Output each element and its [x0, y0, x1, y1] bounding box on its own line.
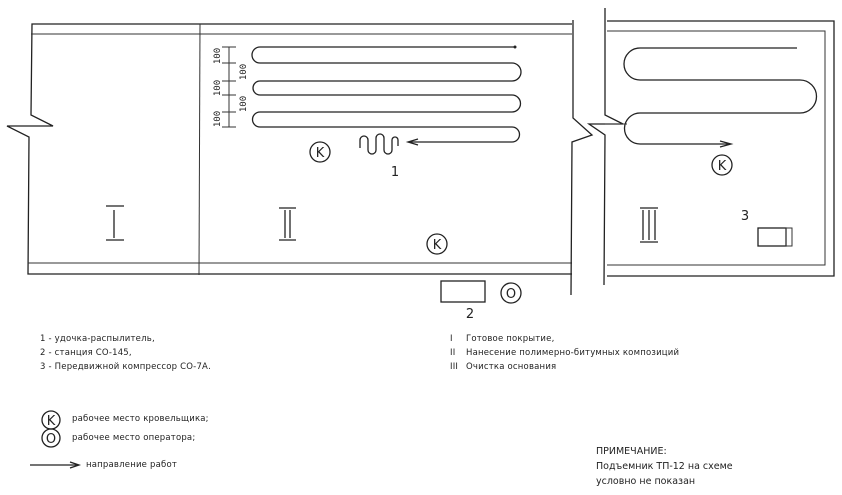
legend-item: 2 - станция СО-145,: [40, 348, 132, 358]
roofer-marker: K: [711, 154, 733, 176]
svg-text:O: O: [46, 432, 56, 447]
legend-item: 1 - удочка-распылитель,: [40, 334, 155, 344]
legend-roofer-symbol: K: [41, 410, 61, 430]
direction-arrow: [405, 138, 419, 146]
operator-marker: O: [500, 282, 522, 304]
dimension-label: 100: [239, 64, 249, 80]
dimension-label: 100: [213, 48, 223, 64]
note-title: ПРИМЕЧАНИЕ:: [596, 446, 667, 457]
dimension-label: 100: [239, 96, 249, 112]
legend-item: 3 - Передвижной компрессор СО-7А.: [40, 362, 211, 372]
svg-text:O: O: [506, 287, 516, 302]
svg-text:K: K: [316, 146, 325, 161]
roofer-marker: K: [426, 233, 448, 255]
spray-path-right: [623, 47, 818, 145]
item-number: 3: [741, 209, 749, 224]
building-outline-right: [586, 8, 835, 286]
svg-text:K: K: [433, 238, 442, 253]
dimension-label: 100: [213, 111, 223, 127]
svg-text:K: K: [718, 159, 727, 174]
roofer-marker: K: [309, 141, 331, 163]
legend-arrow-icon: [30, 461, 82, 469]
zone-numeral-II: [279, 207, 296, 241]
compressor-co7a: [757, 227, 787, 247]
item-number: 1: [391, 165, 399, 180]
building-outline-left: [6, 20, 594, 296]
svg-text:K: K: [47, 414, 56, 429]
note-line: условно не показан: [596, 476, 696, 487]
legend-direction-text: направление работ: [86, 460, 178, 470]
zone-numeral-I: [106, 205, 124, 241]
note-line: Подъемник ТП-12 на схеме: [596, 461, 733, 472]
legend-operator-text: рабочее место оператора;: [72, 433, 196, 443]
dimension-chain: 100 100 100 100 100: [213, 46, 249, 128]
dimension-label: 100: [213, 80, 223, 96]
spray-path-middle: [251, 46, 522, 143]
item-number: 2: [466, 307, 474, 322]
spray-wand-squiggle: [359, 133, 399, 155]
station-co145: [440, 280, 486, 303]
legend-operator-symbol: O: [41, 428, 61, 448]
legend-roofer-text: рабочее место кровельщика;: [72, 414, 209, 424]
zone-numeral-III: [640, 207, 658, 243]
